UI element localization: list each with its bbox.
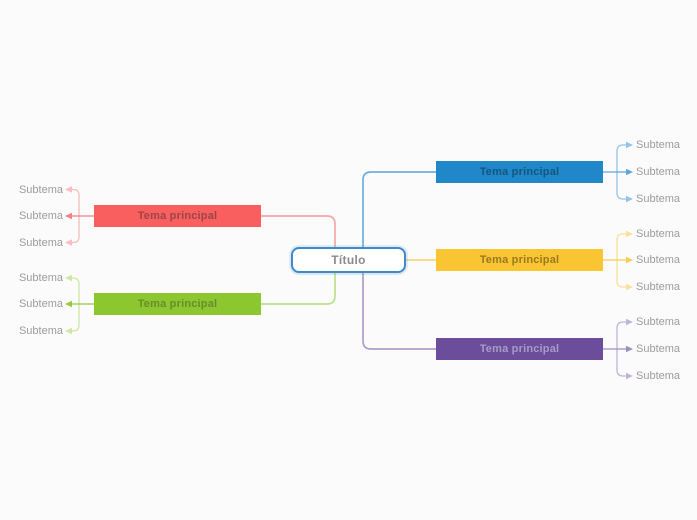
subtopic-label[interactable]: Subtema — [636, 166, 681, 178]
arrowhead-right — [626, 168, 633, 176]
subtopic-label[interactable]: Subtema — [636, 316, 681, 328]
subtopic-label[interactable]: Subtema — [636, 281, 681, 293]
main-topic-red[interactable]: Tema principal — [94, 205, 261, 227]
arrowhead-left — [65, 274, 72, 282]
main-topic-blue[interactable]: Tema principal — [436, 161, 603, 183]
arrowhead-left — [65, 186, 72, 193]
subtopic-label[interactable]: Subtema — [636, 254, 681, 266]
subtopic-label[interactable]: Subtema — [636, 193, 681, 205]
connector-blue — [362, 171, 437, 248]
arrowhead-right — [626, 283, 633, 291]
subtopic-label[interactable]: Subtema — [636, 343, 681, 355]
subtopic-label[interactable]: Subtema — [18, 210, 63, 222]
arrowhead-left — [65, 300, 72, 308]
subtopic-label[interactable]: Subtema — [636, 139, 681, 151]
main-topic-green[interactable]: Tema principal — [94, 293, 261, 315]
arrowhead-right — [626, 318, 633, 326]
connector-purple — [362, 272, 437, 350]
main-topic-purple[interactable]: Tema principal — [436, 338, 603, 360]
arrowhead-right — [626, 372, 633, 380]
arrowhead-right — [626, 345, 633, 353]
arrowhead-left — [65, 239, 72, 246]
arrowhead-right — [626, 230, 633, 238]
subtopic-label[interactable]: Subtema — [18, 325, 63, 337]
arrowhead-right — [626, 141, 633, 149]
connector-red — [260, 215, 336, 248]
connector-green — [260, 272, 336, 305]
subtopic-label[interactable]: Subtema — [18, 298, 63, 310]
central-topic-node[interactable]: Título — [291, 247, 406, 273]
arrowhead-right — [626, 195, 633, 203]
arrowhead-left — [65, 212, 72, 220]
arrowhead-right — [626, 256, 633, 264]
subtopic-label[interactable]: Subtema — [18, 272, 63, 284]
subtopic-label[interactable]: Subtema — [18, 237, 63, 249]
subtopic-label[interactable]: Subtema — [636, 228, 681, 240]
main-topic-yellow[interactable]: Tema principal — [436, 249, 603, 271]
arrowhead-left — [65, 327, 72, 335]
subtopic-label[interactable]: Subtema — [18, 184, 63, 196]
subtopic-label[interactable]: Subtema — [636, 370, 681, 382]
